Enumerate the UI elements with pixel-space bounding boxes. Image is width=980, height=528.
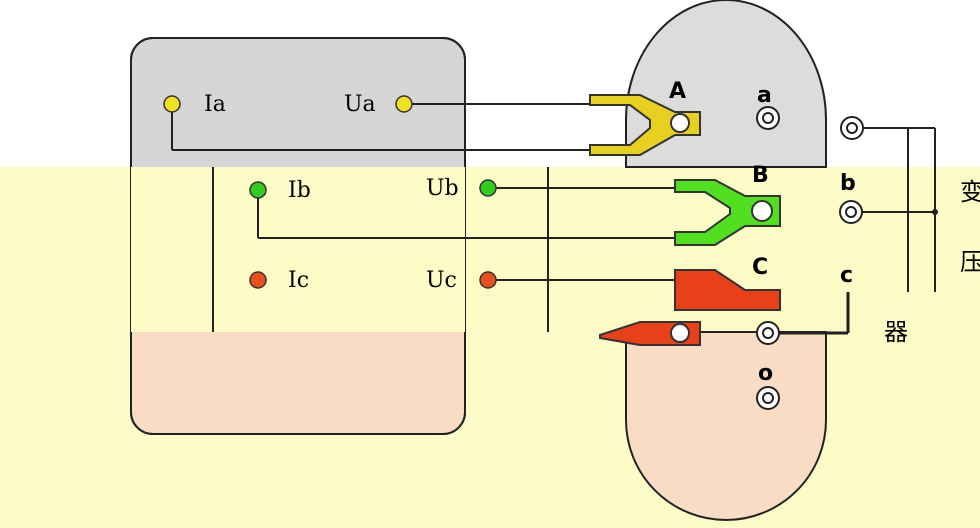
terminal-ib-dot [249,181,267,199]
terminal-label-a: a [757,83,772,108]
clamp-a [589,94,701,156]
transformer-terminal-a2 [840,116,864,140]
phase-b-wires [257,167,680,332]
transformer-body [625,0,827,521]
terminal-ua-dot [395,95,413,113]
terminal-uc-dot [479,271,497,289]
transformer-title-char-1: 变 [960,178,980,206]
terminal-label-c: c [840,263,853,288]
terminal-ia-dot [163,95,181,113]
transformer-title-char-3: 器 [884,318,908,346]
transformer-terminal-o [756,386,780,410]
clamp-label-c: C [752,255,768,280]
terminal-ic-dot [249,271,267,289]
transformer-terminal-b [839,200,863,224]
terminal-label-o: o [758,361,773,386]
clamp-c [599,269,781,346]
label-ic: Ic [288,268,309,293]
label-ib: Ib [288,178,311,203]
terminal-label-b: b [840,171,856,196]
terminal-ub-dot [479,179,497,197]
transformer-terminal-a [756,106,780,130]
label-ua: Ua [344,92,376,117]
clamp-label-b: B [752,163,769,188]
clamp-label-a: A [669,79,686,104]
tester-box-middle [131,167,465,332]
transformer-terminal-c [756,321,780,345]
transformer-title-char-2: 压 [960,248,980,276]
label-uc: Uc [426,268,457,293]
clamp-b [674,179,781,246]
label-ub: Ub [426,176,459,201]
label-ia: Ia [204,92,226,117]
neutral-bus [779,127,938,335]
